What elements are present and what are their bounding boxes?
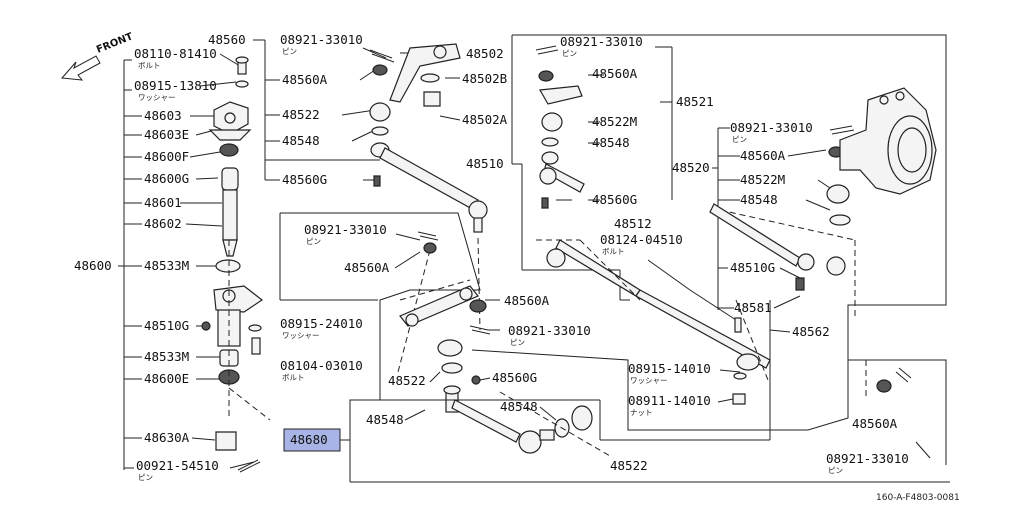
sublabel-08921-33010-a: ピン	[282, 47, 297, 56]
label-08921-33010-b: 08921-33010	[304, 222, 387, 237]
label-48512: 48512	[614, 216, 652, 231]
sublabel-08911-14010: ナット	[630, 408, 653, 417]
front-arrow-icon	[60, 55, 101, 81]
label-48510G-b: 48510G	[730, 260, 775, 275]
pitman-arm-lines	[253, 39, 461, 181]
label-48560A-f: 48560A	[852, 416, 898, 431]
label-48602: 48602	[144, 216, 182, 231]
label-48548-a: 48548	[282, 133, 320, 148]
label-08921-33010-c: 08921-33010	[508, 323, 591, 338]
sublabel-08915-14010: ワッシャー	[630, 376, 668, 385]
tie-rod-lines	[471, 34, 947, 431]
label-48560A-c: 48560A	[504, 293, 550, 308]
label-48548-e: 48548	[740, 192, 778, 207]
label-48680[interactable]: 48680	[290, 432, 328, 447]
sublabel-08921-33010-d: ピン	[562, 49, 577, 58]
reference-code: 160-A-F4803-0081	[876, 493, 960, 503]
label-00921-54510: 00921-54510	[136, 458, 219, 473]
sublabel-08921-33010-c: ピン	[510, 338, 525, 347]
label-48603: 48603	[144, 108, 182, 123]
part-labels: 48560 08921-33010 ピン 48502 48560A 48502B…	[74, 32, 909, 482]
label-48560G-b: 48560G	[492, 370, 537, 385]
sublabel-08915-24010: ワッシャー	[282, 331, 320, 340]
label-08921-33010-e: 08921-33010	[730, 120, 813, 135]
label-08911-14010: 08911-14010	[628, 393, 711, 408]
sublabel-08921-33010-f: ピン	[828, 466, 843, 475]
label-48560: 48560	[208, 32, 246, 47]
label-48522-a: 48522	[282, 107, 320, 122]
sublabel-08110-81410: ボルト	[138, 61, 161, 70]
label-48521: 48521	[676, 94, 714, 109]
label-48548-d: 48548	[592, 135, 630, 150]
label-08921-33010-d: 08921-33010	[560, 34, 643, 49]
label-48600F: 48600F	[144, 149, 189, 164]
sublabel-00921-54510: ピン	[138, 473, 153, 482]
tie-rod-parts	[535, 45, 771, 405]
label-48560A-e: 48560A	[740, 148, 786, 163]
label-48522-c: 48522	[610, 458, 648, 473]
label-48548-b: 48548	[366, 412, 404, 427]
label-48560A-b: 48560A	[344, 260, 390, 275]
label-48603E: 48603E	[144, 127, 189, 142]
highlighted-part-box[interactable]	[283, 428, 341, 452]
label-48510G-a: 48510G	[144, 318, 189, 333]
label-48502A: 48502A	[462, 112, 508, 127]
label-48600: 48600	[74, 258, 112, 273]
label-08104-03010: 08104-03010	[280, 358, 363, 373]
label-48522M-b: 48522M	[740, 172, 785, 187]
knuckle-parts	[709, 87, 937, 393]
label-08921-33010-a: 08921-33010	[280, 32, 363, 47]
sublabel-08915-13810: ワッシャー	[138, 93, 176, 102]
label-48601: 48601	[144, 195, 182, 210]
label-08110-81410: 08110-81410	[134, 46, 217, 61]
label-48560A-a: 48560A	[282, 72, 328, 87]
label-48502B: 48502B	[462, 71, 507, 86]
front-label: FRONT	[95, 31, 135, 56]
sublabel-08921-33010-b: ピン	[306, 237, 321, 246]
label-48533M-b: 48533M	[144, 349, 189, 364]
sublabel-08104-03010: ボルト	[282, 373, 305, 382]
label-08915-13810: 08915-13810	[134, 78, 217, 93]
label-48581: 48581	[734, 300, 772, 315]
label-48560G-a: 48560G	[282, 172, 327, 187]
label-48502: 48502	[466, 46, 504, 61]
left-bracket-lines	[118, 53, 255, 470]
label-48533M-a: 48533M	[144, 258, 189, 273]
label-08921-33010-f: 08921-33010	[826, 451, 909, 466]
label-48560G-c: 48560G	[592, 192, 637, 207]
label-48522M-a: 48522M	[592, 114, 637, 129]
relay-rod-parts	[399, 231, 593, 454]
label-48560A-d: 48560A	[592, 66, 638, 81]
label-48600G: 48600G	[144, 171, 189, 186]
idler-arm-parts	[201, 56, 271, 473]
sublabel-08124-04510: ボルト	[602, 247, 625, 256]
label-08915-24010: 08915-24010	[280, 316, 363, 331]
label-08915-14010: 08915-14010	[628, 361, 711, 376]
label-48522-b: 48522	[388, 373, 426, 388]
knuckle-lines	[712, 127, 947, 465]
label-48520: 48520	[672, 160, 710, 175]
label-48562: 48562	[792, 324, 830, 339]
label-48630A: 48630A	[144, 430, 190, 445]
label-08124-04510: 08124-04510	[600, 232, 683, 247]
sublabel-08921-33010-e: ピン	[732, 135, 747, 144]
label-48510: 48510	[466, 156, 504, 171]
pitman-arm-parts	[369, 43, 488, 233]
label-48600E: 48600E	[144, 371, 189, 386]
label-48548-c: 48548	[500, 399, 538, 414]
tie-rod-assembly-bracket	[340, 300, 950, 483]
